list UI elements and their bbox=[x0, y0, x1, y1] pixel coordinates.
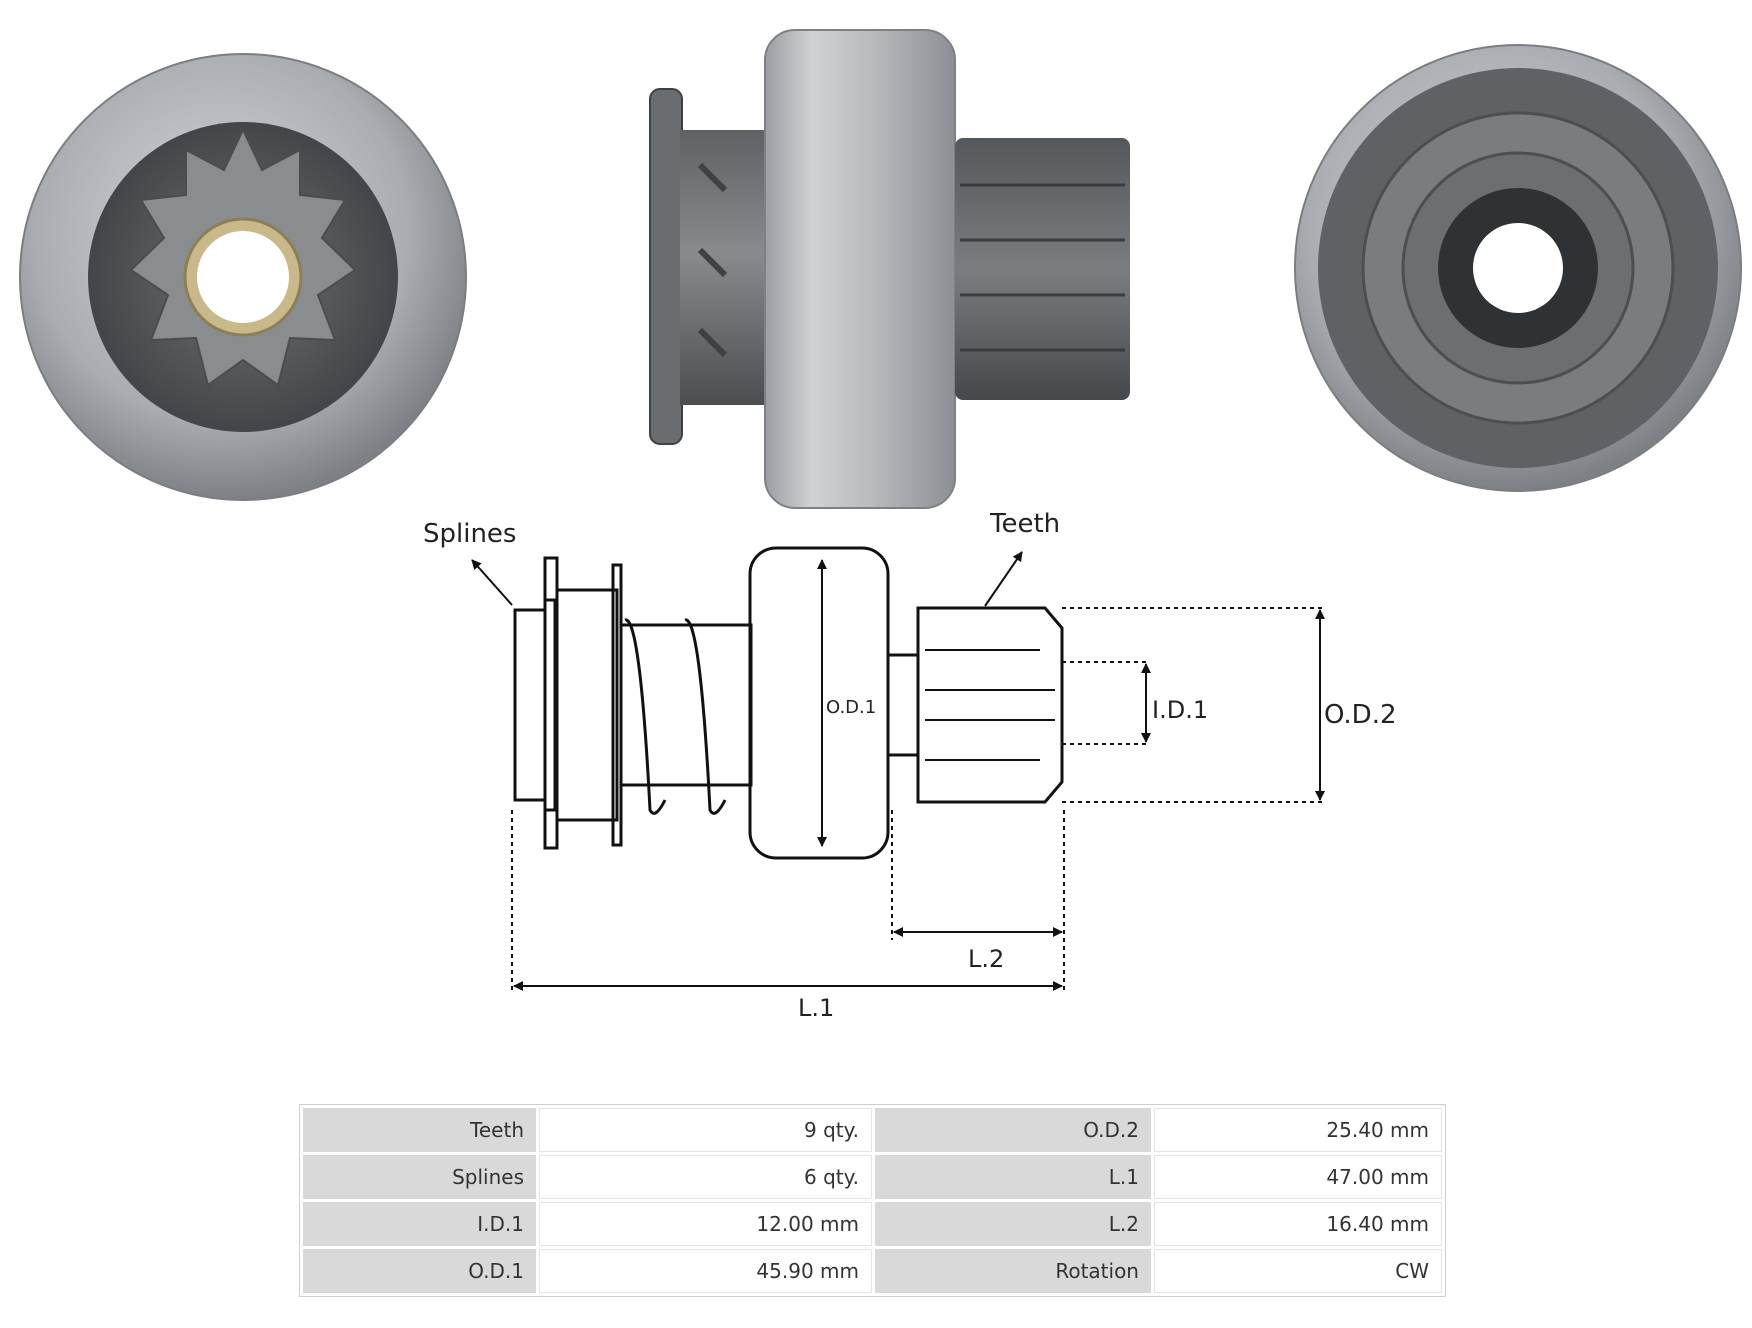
spec-value: CW bbox=[1154, 1249, 1442, 1293]
l2-label: L.2 bbox=[968, 945, 1004, 973]
spec-value: 45.90 mm bbox=[539, 1249, 872, 1293]
spec-value: 12.00 mm bbox=[539, 1202, 872, 1246]
technical-drawing bbox=[471, 546, 1325, 992]
od1-label: O.D.1 bbox=[826, 697, 876, 718]
spec-value: 25.40 mm bbox=[1154, 1108, 1442, 1152]
spec-value: 6 qty. bbox=[539, 1155, 872, 1199]
spec-value: 16.40 mm bbox=[1154, 1202, 1442, 1246]
rear-view-photo bbox=[1294, 44, 1742, 492]
side-view-photo bbox=[649, 29, 1130, 509]
spec-label: I.D.1 bbox=[303, 1202, 536, 1246]
spec-label: O.D.1 bbox=[303, 1249, 536, 1293]
spec-label: O.D.2 bbox=[875, 1108, 1151, 1152]
table-row: Teeth 9 qty. O.D.2 25.40 mm bbox=[303, 1108, 1442, 1152]
table-row: O.D.1 45.90 mm Rotation CW bbox=[303, 1249, 1442, 1293]
spec-label: L.2 bbox=[875, 1202, 1151, 1246]
id1-label: I.D.1 bbox=[1152, 696, 1208, 724]
spec-label: Teeth bbox=[303, 1108, 536, 1152]
spec-label: L.1 bbox=[875, 1155, 1151, 1199]
spec-label: Rotation bbox=[875, 1249, 1151, 1293]
table-row: I.D.1 12.00 mm L.2 16.40 mm bbox=[303, 1202, 1442, 1246]
specifications-table: Teeth 9 qty. O.D.2 25.40 mm Splines 6 qt… bbox=[299, 1104, 1446, 1297]
spec-value: 47.00 mm bbox=[1154, 1155, 1442, 1199]
splines-callout-label: Splines bbox=[423, 519, 516, 549]
teeth-callout-label: Teeth bbox=[989, 509, 1060, 539]
spec-label: Splines bbox=[303, 1155, 536, 1199]
table-row: Splines 6 qty. L.1 47.00 mm bbox=[303, 1155, 1442, 1199]
od2-label: O.D.2 bbox=[1324, 700, 1397, 730]
front-view-photo bbox=[19, 53, 467, 501]
spec-value: 9 qty. bbox=[539, 1108, 872, 1152]
l1-label: L.1 bbox=[798, 994, 834, 1022]
